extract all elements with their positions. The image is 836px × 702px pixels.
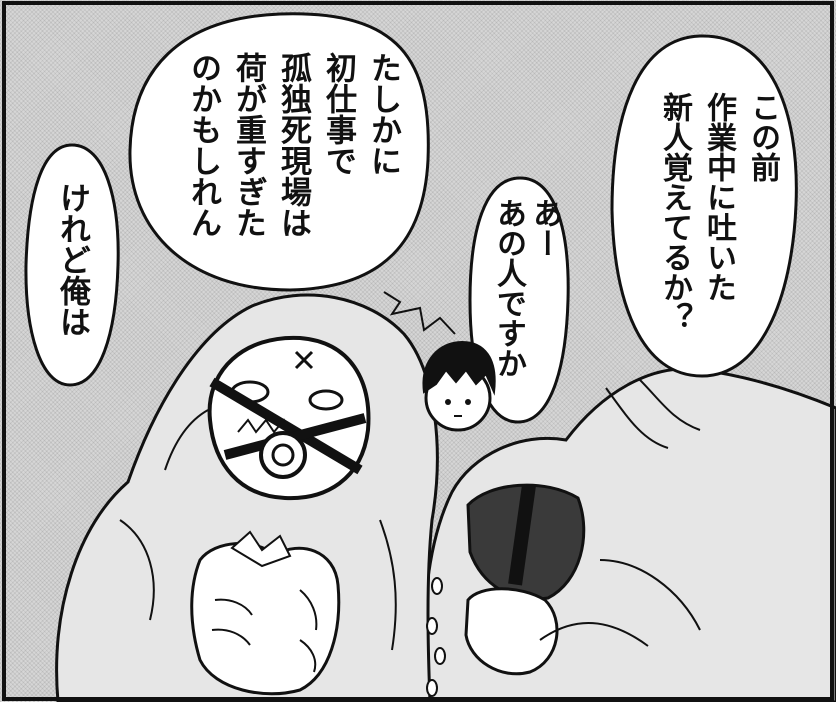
speech-bubble-reflection-text: たしかに 初仕事で 孤独死現場は 荷が重すぎた のかもしれん [180,52,405,247]
sweat-drop [426,617,438,635]
sweat-drops [426,577,446,697]
gas-mask-filter-inner [271,443,295,467]
bubble-line: 新人覚えてるか？ [657,92,692,332]
chibi-junior-head [422,340,496,432]
sweat-drop [434,647,446,665]
gas-mask-filter [259,431,307,479]
chibi-hair [422,340,496,396]
left-hazmat-figure [55,293,439,702]
bubble-line: のかもしれん [185,52,221,238]
speech-bubble-reflection [128,12,430,292]
right-arm-fold [539,559,701,647]
anger-mark [294,350,314,370]
left-hood-opening [207,335,371,501]
right-hazmat-figure [422,367,836,702]
mask-strap-upper [209,377,363,475]
speech-bubble-reply-text: あー あの人ですか [490,198,562,388]
bubble-line: あの人ですか [491,198,526,378]
bubble-line: 孤独死現場は [275,52,311,238]
speech-bubble-but [24,143,120,387]
bubble-line: けれど俺は [54,182,90,337]
finger-lines [211,589,318,673]
speech-bubble-question [610,34,798,378]
bubble-line: この前 [745,92,780,182]
bag-knot [230,530,292,568]
right-eye [308,389,344,411]
right-mask-strap [508,484,536,586]
shock-lines [383,291,456,335]
bubble-line: 初仕事で [320,52,356,176]
bubble-line: あー [527,198,562,258]
bubble-line: 作業中に吐いた [701,92,736,302]
bubble-line: 荷が重すぎた [230,52,266,238]
left-suit-folds [119,409,397,651]
chibi-eye-right [465,399,471,405]
speech-bubble-but-text: けれど俺は [50,182,94,342]
right-hand [464,587,559,676]
speech-bubble-question-text: この前 作業中に吐いた 新人覚えてるか？ [652,92,784,342]
sweat-drop [431,577,443,595]
speech-bubbles [24,12,798,424]
right-hood-fold [605,379,701,449]
bubble-line: たしかに [365,52,401,176]
sweat-drop [426,679,438,697]
chibi-eye-left [445,399,451,405]
speech-bubble-reply [468,176,570,424]
